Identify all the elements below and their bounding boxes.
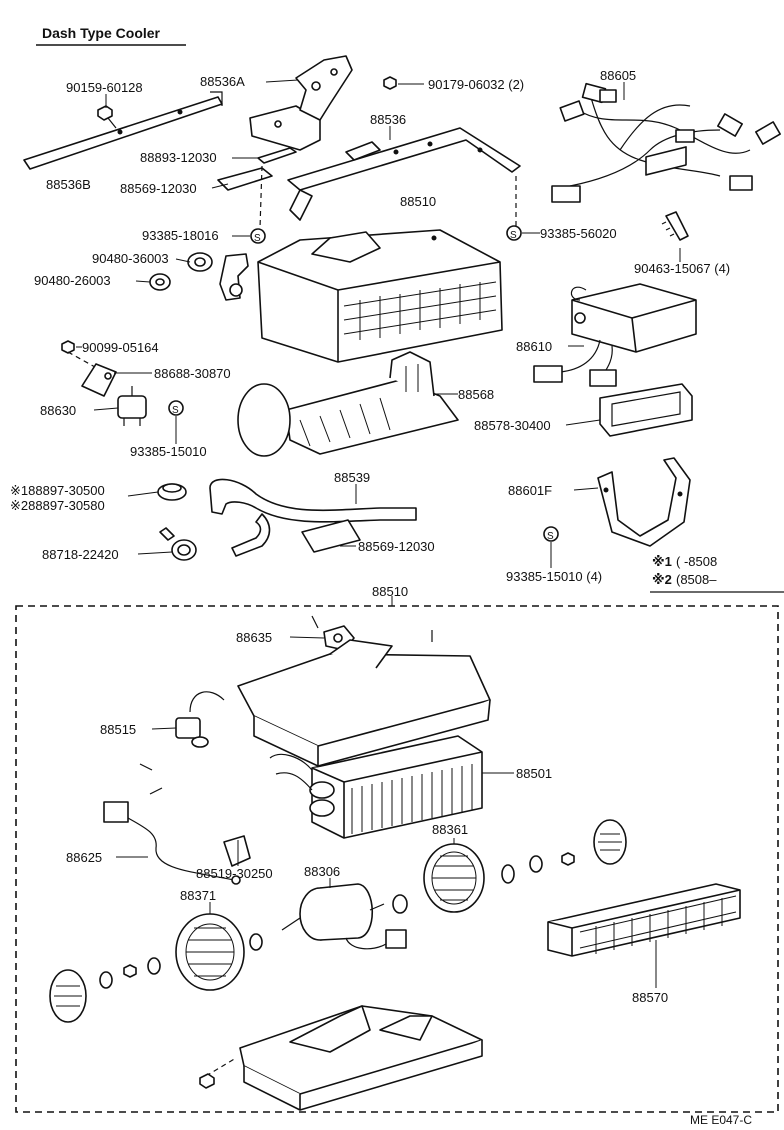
svg-text:S: S xyxy=(547,531,554,542)
svg-text:S: S xyxy=(172,405,179,416)
expansion-valve-88515 xyxy=(139,691,225,795)
svg-text:S: S xyxy=(510,230,517,241)
label-88635: 88635 xyxy=(236,630,272,645)
switch-88630 xyxy=(117,386,147,426)
label-88539: 88539 xyxy=(334,470,370,485)
upper-housing xyxy=(237,639,491,767)
label-88501: 88501 xyxy=(516,766,552,781)
bracket-88536 xyxy=(287,127,521,221)
label-88536: 88536 xyxy=(370,112,406,127)
clamp-90463-15067 xyxy=(661,211,689,241)
label-88610: 88610 xyxy=(516,339,552,354)
screw-lower xyxy=(199,1073,215,1089)
legend-text-2: (8508– xyxy=(676,572,717,587)
label-88897-30580: ※288897-30580 xyxy=(10,498,105,513)
pad-88569-12030-upper xyxy=(217,167,273,191)
dashed-lead-screw xyxy=(205,1057,237,1077)
label-88371: 88371 xyxy=(180,888,216,903)
label-88306: 88306 xyxy=(304,864,340,879)
leader-lines xyxy=(76,79,681,988)
label-93385-56020: 93385-56020 xyxy=(540,226,617,241)
clamp-88718-22420 xyxy=(159,527,197,561)
blower-wheel-88361 xyxy=(423,843,575,913)
lower-case-88568 xyxy=(237,351,459,457)
nut-90099-05164 xyxy=(61,340,75,354)
legend-mark-1: ※1 xyxy=(652,554,672,569)
label-88536b: 88536B xyxy=(46,177,91,192)
label-88897-30500: ※188897-30500 xyxy=(10,483,105,498)
label-88893-12030: 88893-12030 xyxy=(140,150,217,165)
label-93385-18016: 93385-18016 xyxy=(142,228,219,243)
clip-93385-15010-4: S xyxy=(543,526,559,542)
footer-code: ME E047-C xyxy=(690,1113,752,1127)
pad-88893-12030 xyxy=(257,147,297,164)
label-88536a: 88536A xyxy=(200,74,245,89)
label-90480-36003: 90480-36003 xyxy=(92,251,169,266)
label-88510-lower: 88510 xyxy=(372,584,408,599)
label-90179-06032: 90179-06032 (2) xyxy=(428,77,524,92)
gasket-88578-30400 xyxy=(599,383,693,437)
label-93385-15010-4: 93385-15010 (4) xyxy=(506,569,602,584)
clip-93385-15010: S xyxy=(168,400,184,416)
label-88519-30250: 88519-30250 xyxy=(196,866,273,881)
label-90159-60128: 90159-60128 xyxy=(66,80,143,95)
blower-cap-right xyxy=(593,819,627,865)
legend-text-1: ( -8508 xyxy=(676,554,717,569)
legend-mark-2: ※2 xyxy=(652,572,672,587)
label-88570: 88570 xyxy=(632,990,668,1005)
cooler-unit-88510 xyxy=(219,229,503,363)
motor-88306 xyxy=(281,883,408,950)
bolt-90159-60128 xyxy=(97,105,117,129)
pad-88569-12030-lower xyxy=(301,519,361,553)
bracket-88601f xyxy=(597,457,691,547)
drain-hose-88539 xyxy=(209,478,417,557)
wire-harness-88605 xyxy=(551,82,781,203)
blower-wheel-88371 xyxy=(175,913,263,991)
label-88625: 88625 xyxy=(66,850,102,865)
label-90463-15067: 90463-15067 (4) xyxy=(634,261,730,276)
clip-93385-18016: S xyxy=(250,228,266,244)
nut-90179-06032 xyxy=(383,76,397,90)
diagram-title: Dash Type Cooler xyxy=(42,25,161,41)
clip-93385-56020: S xyxy=(506,225,522,241)
label-88605: 88605 xyxy=(600,68,636,83)
label-88361: 88361 xyxy=(432,822,468,837)
svg-text:S: S xyxy=(254,233,261,244)
label-88569-12030-lower: 88569-12030 xyxy=(358,539,435,554)
label-88601f: 88601F xyxy=(508,483,552,498)
grommet-90480-26003 xyxy=(149,273,171,291)
bracket-88536a xyxy=(249,55,353,151)
label-88569-12030-upper: 88569-12030 xyxy=(120,181,197,196)
exploded-view-box xyxy=(15,605,779,1113)
louver-88570 xyxy=(547,883,741,957)
evaporator-88501 xyxy=(269,735,483,839)
part-labels: 90159-60128 88536A 90179-06032 (2) 88605… xyxy=(10,68,730,1005)
label-88630: 88630 xyxy=(40,403,76,418)
lower-housing xyxy=(239,1005,483,1111)
label-90480-26003: 90480-26003 xyxy=(34,273,111,288)
label-88718-22420: 88718-22420 xyxy=(42,547,119,562)
resistor-88519-30250 xyxy=(223,835,251,867)
grommet-90480-36003 xyxy=(187,252,213,272)
label-88515: 88515 xyxy=(100,722,136,737)
label-88510-upper: 88510 xyxy=(400,194,436,209)
thermistor-88625 xyxy=(103,801,241,885)
label-88578-30400: 88578-30400 xyxy=(474,418,551,433)
amplifier-88610 xyxy=(533,146,697,387)
bracket-88688-30870 xyxy=(81,363,117,397)
grommet-88897 xyxy=(157,483,187,501)
blower-cap-left xyxy=(49,957,161,1023)
label-93385-15010: 93385-15010 xyxy=(130,444,207,459)
label-88688-30870: 88688-30870 xyxy=(154,366,231,381)
dashed-lead-90099 xyxy=(67,351,105,373)
label-88568: 88568 xyxy=(458,387,494,402)
label-90099-05164: 90099-05164 xyxy=(82,340,159,355)
dashed-lead-upper xyxy=(259,165,263,229)
bracket-88536b xyxy=(23,91,223,170)
legend: ※1 ( -8508 ※2 (8508– xyxy=(650,554,784,593)
